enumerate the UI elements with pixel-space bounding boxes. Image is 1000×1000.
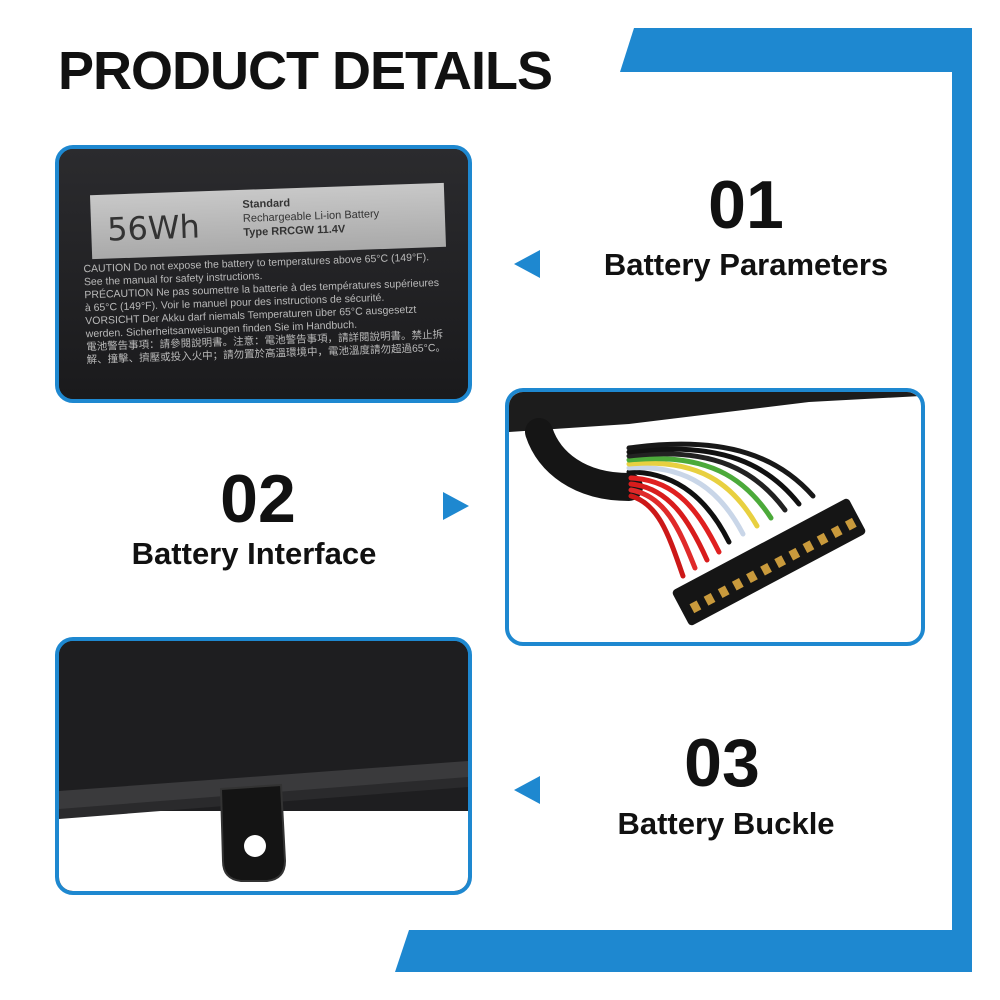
battery-warnings: CAUTION Do not expose the battery to tem… — [83, 251, 446, 368]
battery-connector-photo — [505, 388, 925, 646]
arrow-left-icon — [514, 776, 540, 804]
feature-caption-1: Battery Parameters — [603, 247, 889, 282]
battery-sticker: 56Wh Standard Rechargeable Li-ion Batter… — [89, 182, 447, 260]
battery-capacity: 56Wh — [106, 207, 201, 249]
battery-spec-lines: Standard Rechargeable Li-ion Battery Typ… — [242, 193, 380, 240]
cable-wires — [626, 441, 816, 579]
blue-frame-bottom — [395, 930, 972, 972]
buckle-tab — [219, 783, 287, 882]
feature-number-2: 02 — [220, 461, 296, 537]
battery-spec-line3: Type RRCGW 11.4V — [243, 223, 346, 239]
feature-caption-3: Battery Buckle — [617, 806, 835, 841]
battery-buckle-photo — [55, 637, 472, 895]
connector-plug — [672, 498, 866, 626]
blue-frame-right — [952, 28, 972, 972]
arrow-left-icon — [514, 250, 540, 278]
battery-spec-line1: Standard — [242, 197, 291, 211]
buckle-illustration — [59, 641, 468, 891]
arrow-right-icon — [443, 492, 469, 520]
cable-sleeve — [525, 418, 643, 501]
connector-illustration — [509, 392, 921, 626]
feature-number-3: 03 — [684, 725, 760, 801]
page-title: PRODUCT DETAILS — [58, 41, 553, 101]
feature-number-1: 01 — [708, 167, 784, 243]
feature-caption-2: Battery Interface — [131, 536, 377, 571]
buckle-hole — [244, 835, 266, 857]
blue-frame-top — [620, 28, 972, 72]
battery-label-photo: 56Wh Standard Rechargeable Li-ion Batter… — [55, 145, 472, 403]
battery-edge — [509, 392, 921, 432]
